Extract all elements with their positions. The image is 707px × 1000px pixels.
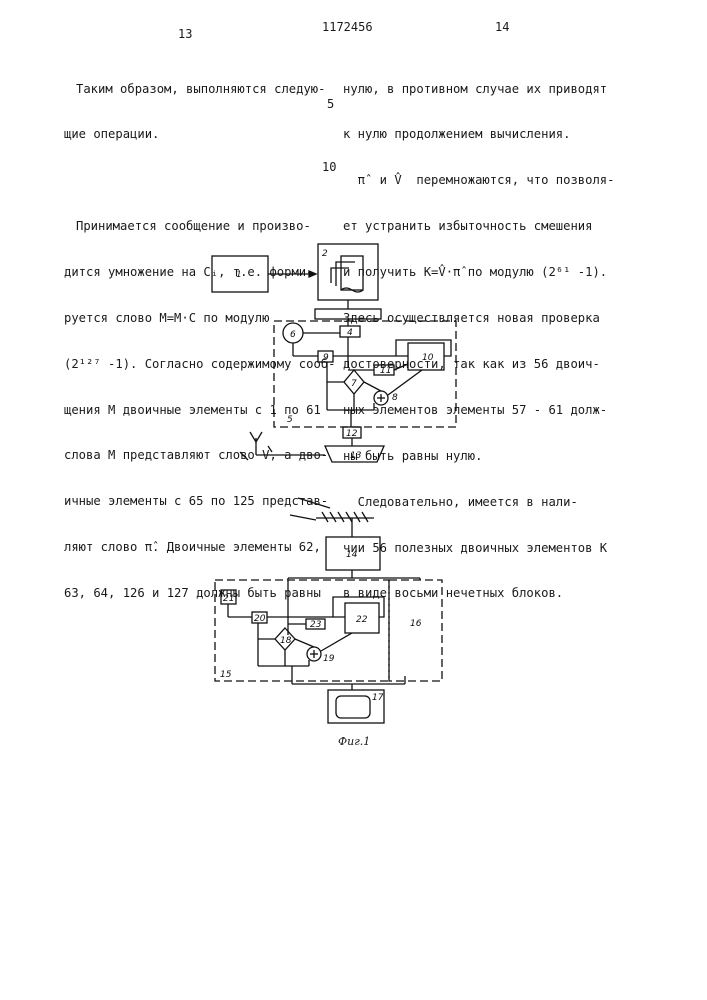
label-1: 1 xyxy=(236,270,242,280)
label-14: 14 xyxy=(346,550,358,560)
block-16 xyxy=(389,580,442,681)
label-10: 10 xyxy=(422,353,434,363)
label-15: 15 xyxy=(220,670,232,680)
label-11: 11 xyxy=(380,366,391,376)
label-13: 13 xyxy=(350,451,362,461)
label-20: 20 xyxy=(254,614,266,624)
label-21: 21 xyxy=(223,594,234,604)
label-22: 22 xyxy=(356,615,368,625)
label-12: 12 xyxy=(346,429,358,439)
label-16: 16 xyxy=(410,619,422,629)
label-5: 5 xyxy=(287,415,293,425)
block-5 xyxy=(274,321,456,427)
label-7: 7 xyxy=(351,379,357,389)
label-23: 23 xyxy=(310,620,322,630)
bus-bar xyxy=(315,309,381,319)
label-4: 4 xyxy=(347,328,353,338)
label-17: 17 xyxy=(372,693,384,703)
label-18: 18 xyxy=(280,636,292,646)
label-9: 9 xyxy=(323,353,329,363)
label-19: 19 xyxy=(323,654,335,664)
label-8: 8 xyxy=(392,393,398,403)
label-6: 6 xyxy=(290,330,296,340)
figure-caption: Фиг.1 xyxy=(338,735,370,748)
label-2: 2 xyxy=(322,249,328,259)
